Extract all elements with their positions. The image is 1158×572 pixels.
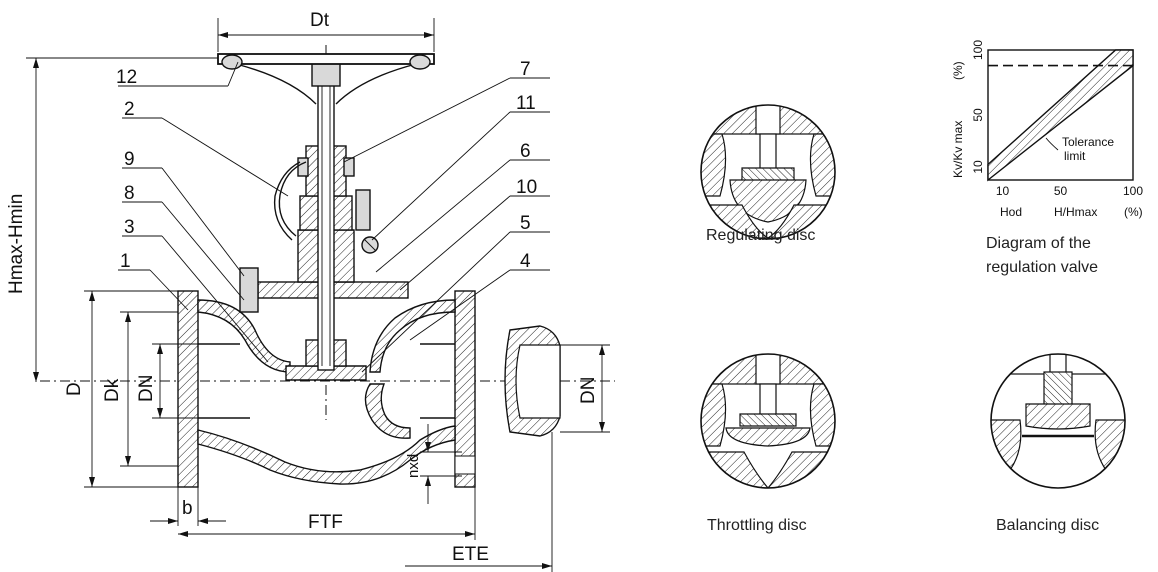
dim-label-hmax-hmin: Hmax-Hmin bbox=[6, 194, 27, 294]
part-number-12: 12 bbox=[116, 67, 137, 88]
detail-throttling-disc: Throttling disc bbox=[700, 353, 836, 534]
dim-label-dn-left: DN bbox=[136, 375, 157, 402]
dim-label-dk: Dk bbox=[102, 378, 123, 402]
left-flange bbox=[177, 290, 199, 488]
detail-balancing-disc: Balancing disc bbox=[990, 353, 1126, 534]
annotation-tolerance: Tolerance bbox=[1062, 135, 1114, 149]
dim-label-nxd: nxd bbox=[405, 454, 422, 478]
x-axis-unit: (%) bbox=[1124, 205, 1143, 219]
guard-wire bbox=[278, 161, 307, 237]
dim-label-dn-right: DN bbox=[578, 377, 599, 404]
handwheel-rim-left bbox=[221, 54, 243, 70]
tolerance-band bbox=[987, 49, 1134, 182]
annotation-leader bbox=[1045, 137, 1059, 151]
gland-bolt bbox=[355, 189, 371, 231]
caption-regulating-disc: Regulating disc bbox=[706, 227, 815, 244]
x-tick-label-100: 100 bbox=[1123, 184, 1143, 198]
valve-stem bbox=[317, 79, 335, 371]
handwheel-nut bbox=[311, 61, 341, 87]
handwheel-rim-right bbox=[409, 54, 431, 70]
y-axis-unit: (%) bbox=[951, 61, 965, 80]
part-number-1: 1 bbox=[120, 251, 131, 272]
detail-regulating-disc: Regulating disc bbox=[700, 104, 836, 244]
handwheel bbox=[217, 53, 435, 65]
y-tick-label-50: 50 bbox=[971, 108, 985, 122]
regulation-chart: Tolerance limit 10 50 100 10 50 100 Kv/K… bbox=[951, 40, 1143, 276]
part-number-2: 2 bbox=[124, 99, 135, 120]
valve-cross-section bbox=[40, 45, 615, 488]
dim-label-d: D bbox=[64, 382, 85, 396]
part-number-3: 3 bbox=[124, 217, 135, 238]
y-tick-label-100: 100 bbox=[971, 40, 985, 60]
part-number-7: 7 bbox=[520, 59, 531, 80]
right-flange bbox=[454, 290, 476, 488]
part-number-8: 8 bbox=[124, 183, 135, 204]
part-number-5: 5 bbox=[520, 213, 531, 234]
y-axis-label: Kv/Kv max bbox=[951, 121, 965, 178]
part-number-10: 10 bbox=[516, 177, 537, 198]
body-lower bbox=[197, 425, 456, 485]
x-axis-label: H/Hmax bbox=[1054, 205, 1097, 219]
bonnet-bolt bbox=[239, 267, 259, 313]
part-number-11: 11 bbox=[516, 93, 536, 114]
chart-caption-line1: Diagram of the bbox=[986, 235, 1091, 252]
annotation-limit: limit bbox=[1064, 149, 1086, 163]
dimension-lines bbox=[26, 18, 610, 572]
y-tick-label-10: 10 bbox=[971, 160, 985, 174]
body-upper-right bbox=[369, 299, 456, 373]
dim-label-ete: ETE bbox=[452, 544, 489, 565]
part-number-4: 4 bbox=[520, 251, 531, 272]
part-numbers: 12 2 9 8 3 1 7 11 6 10 5 4 bbox=[116, 59, 537, 272]
part-leaders bbox=[118, 61, 550, 373]
x-tick-label-50: 50 bbox=[1054, 184, 1068, 198]
x-tick-label-10: 10 bbox=[996, 184, 1010, 198]
dim-label-dt: Dt bbox=[310, 10, 330, 31]
dim-label-b: b bbox=[182, 498, 193, 519]
chart-caption-line2: regulation valve bbox=[986, 259, 1098, 276]
seat-wall bbox=[364, 383, 411, 439]
dim-label-ftf: FTF bbox=[308, 512, 343, 533]
dimension-labels: Dt Hmax-Hmin D Dk DN DN nxd b FTF ETE bbox=[6, 10, 599, 565]
part-number-9: 9 bbox=[124, 149, 135, 170]
body-upper-left bbox=[197, 299, 291, 373]
caption-throttling-disc: Throttling disc bbox=[707, 517, 807, 534]
caption-balancing-disc: Balancing disc bbox=[996, 517, 1099, 534]
x-axis-label-hod: Hod bbox=[1000, 205, 1022, 219]
part-number-6: 6 bbox=[520, 141, 531, 162]
